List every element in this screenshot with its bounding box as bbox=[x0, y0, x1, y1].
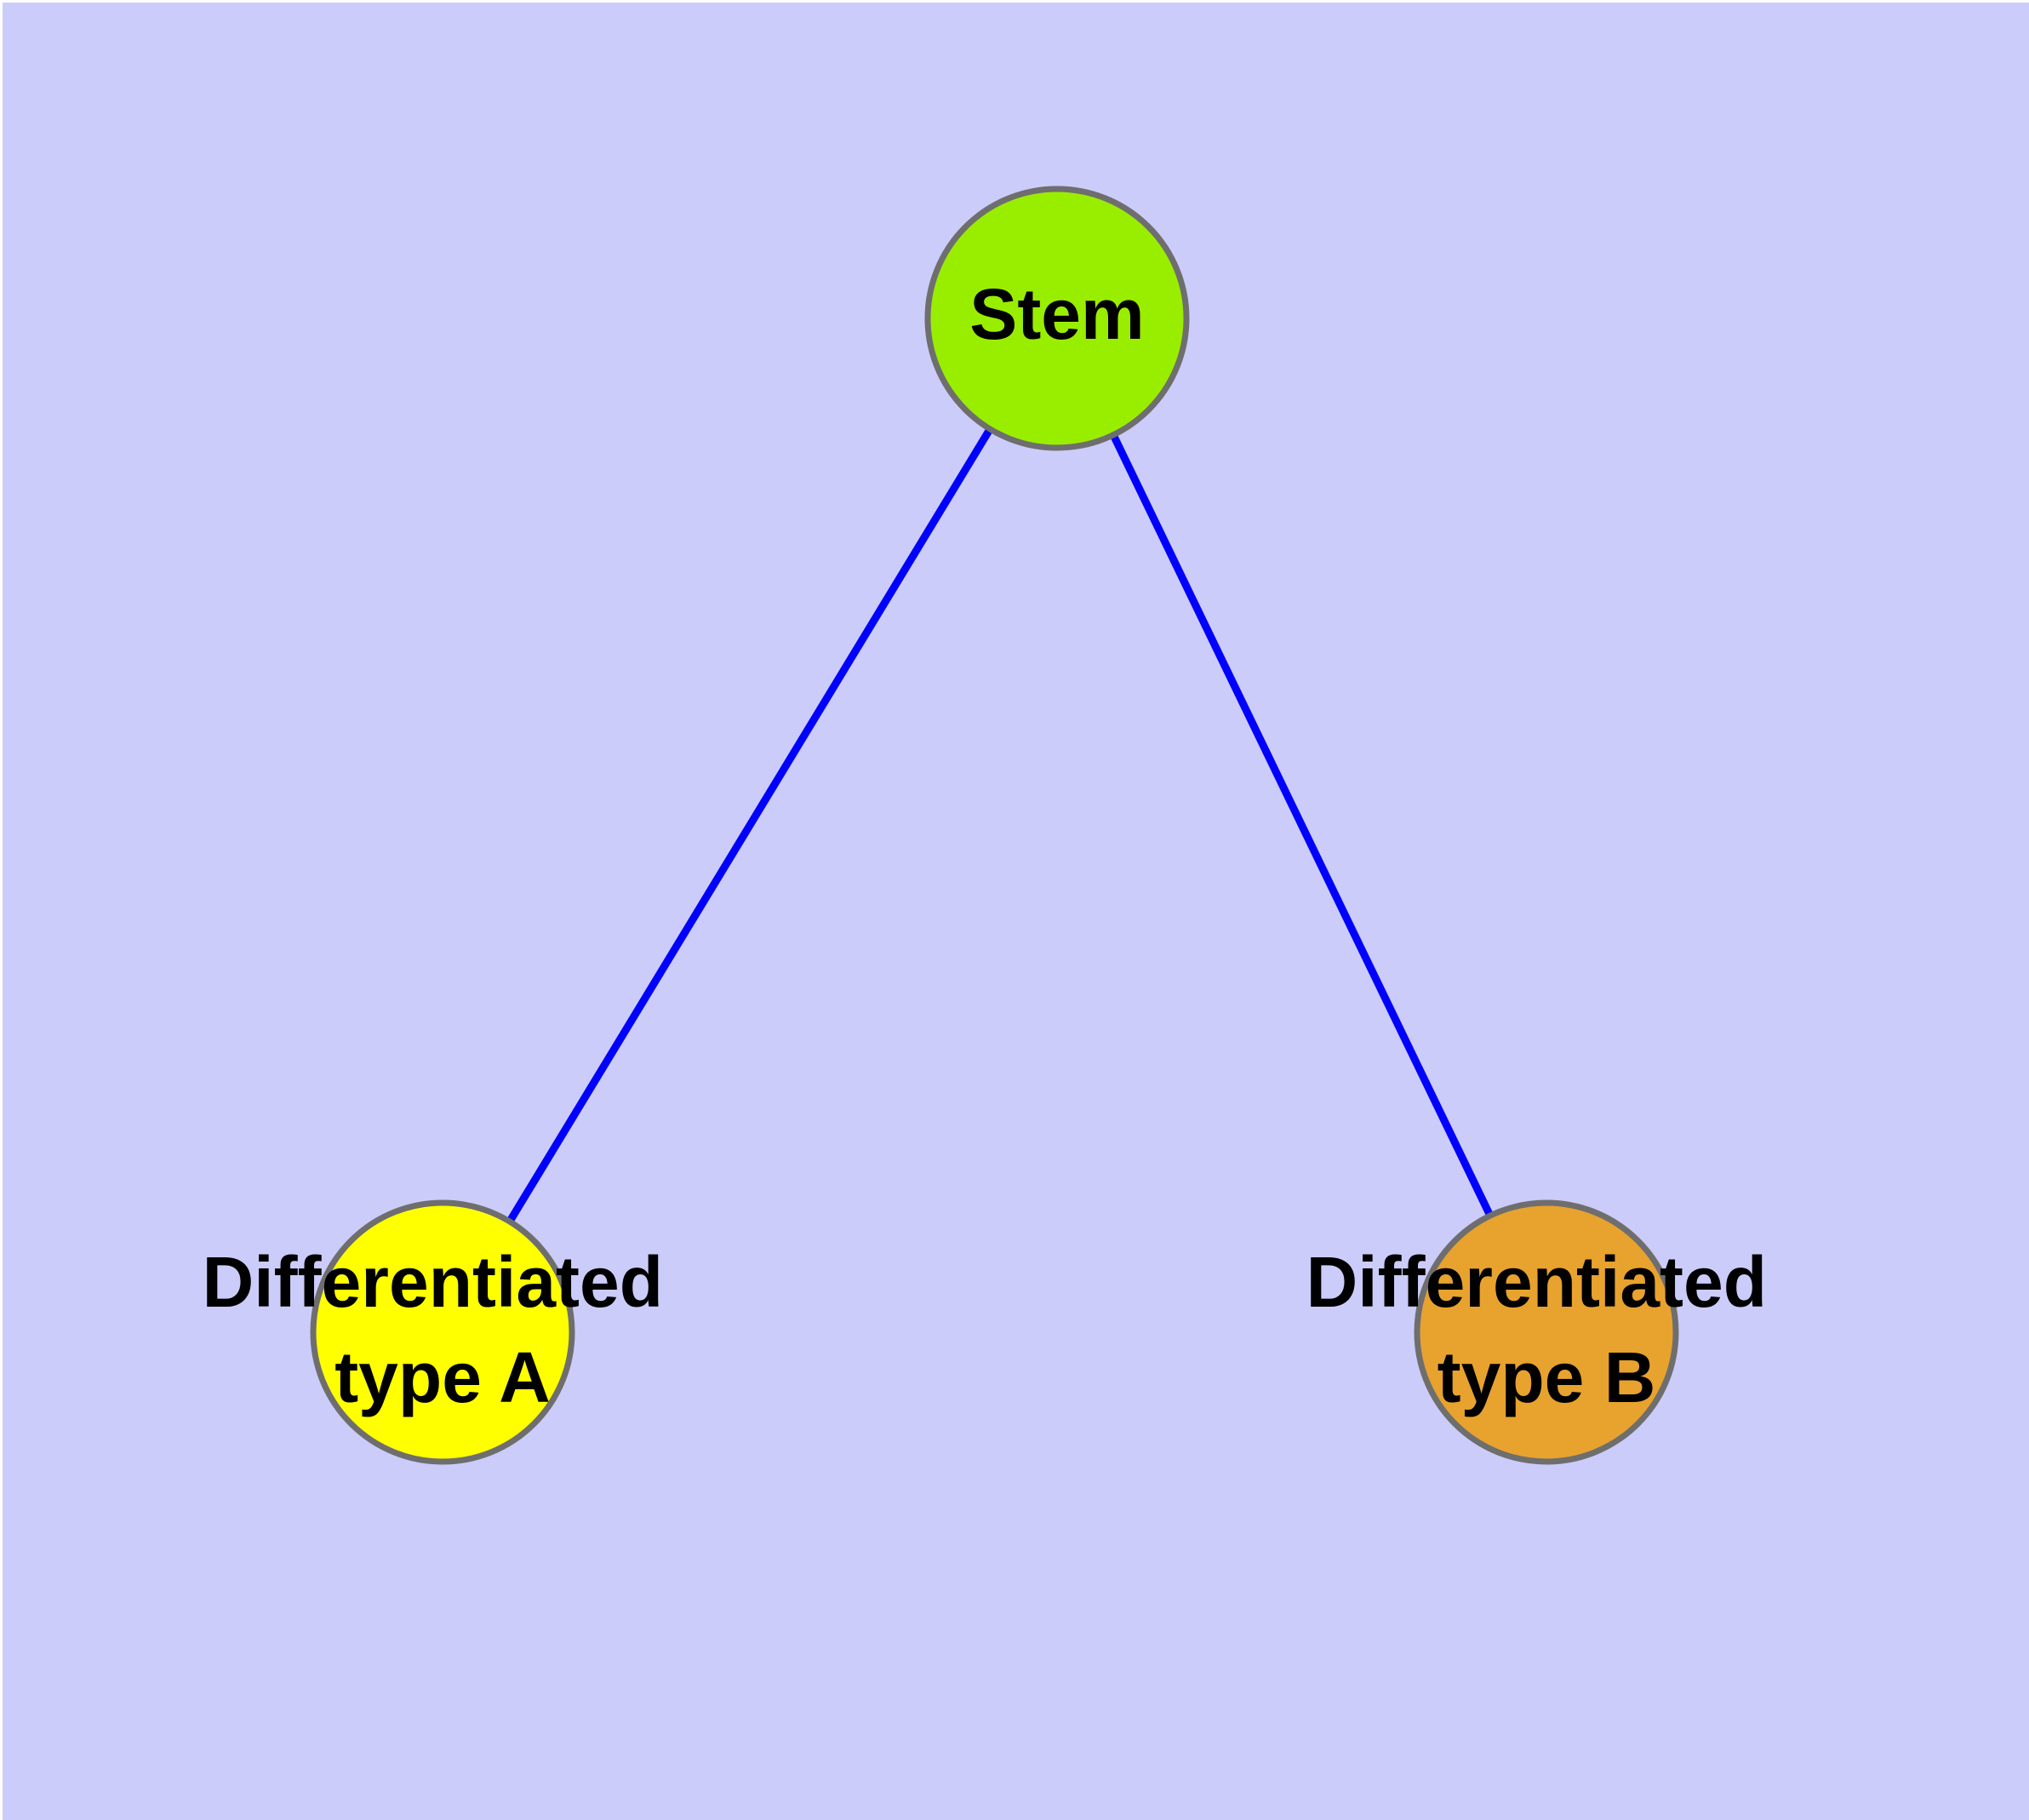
node-stem-circle[interactable] bbox=[924, 186, 1190, 451]
node-stem-label: Stem bbox=[969, 274, 1144, 354]
node-differentiated-type-b-circle[interactable] bbox=[1414, 1199, 1679, 1465]
node-differentiated-type-a-label-line-2: type A bbox=[334, 1337, 551, 1417]
node-differentiated-type-b[interactable]: Differentiated type B bbox=[1306, 1199, 1787, 1465]
node-differentiated-type-b-label-line-2: type B bbox=[1437, 1337, 1656, 1417]
edges-group bbox=[439, 316, 1551, 1335]
node-differentiated-type-a-circle[interactable] bbox=[310, 1199, 575, 1465]
node-differentiated-type-b-label: Differentiated type B bbox=[1306, 1242, 1787, 1417]
edge-stem-to-differentiated-type-a[interactable] bbox=[439, 316, 1060, 1335]
edge-stem-to-differentiated-type-b[interactable] bbox=[1053, 317, 1551, 1334]
node-differentiated-type-a-label: Differentiated type A bbox=[203, 1242, 683, 1417]
nodes-group: Stem Differentiated type A Differentiate… bbox=[203, 186, 1787, 1465]
node-differentiated-type-b-label-line-1: Differentiated bbox=[1306, 1242, 1767, 1322]
node-stem[interactable]: Stem bbox=[924, 186, 1190, 451]
node-differentiated-type-a[interactable]: Differentiated type A bbox=[203, 1199, 683, 1465]
node-differentiated-type-a-label-line-1: Differentiated bbox=[203, 1242, 663, 1322]
